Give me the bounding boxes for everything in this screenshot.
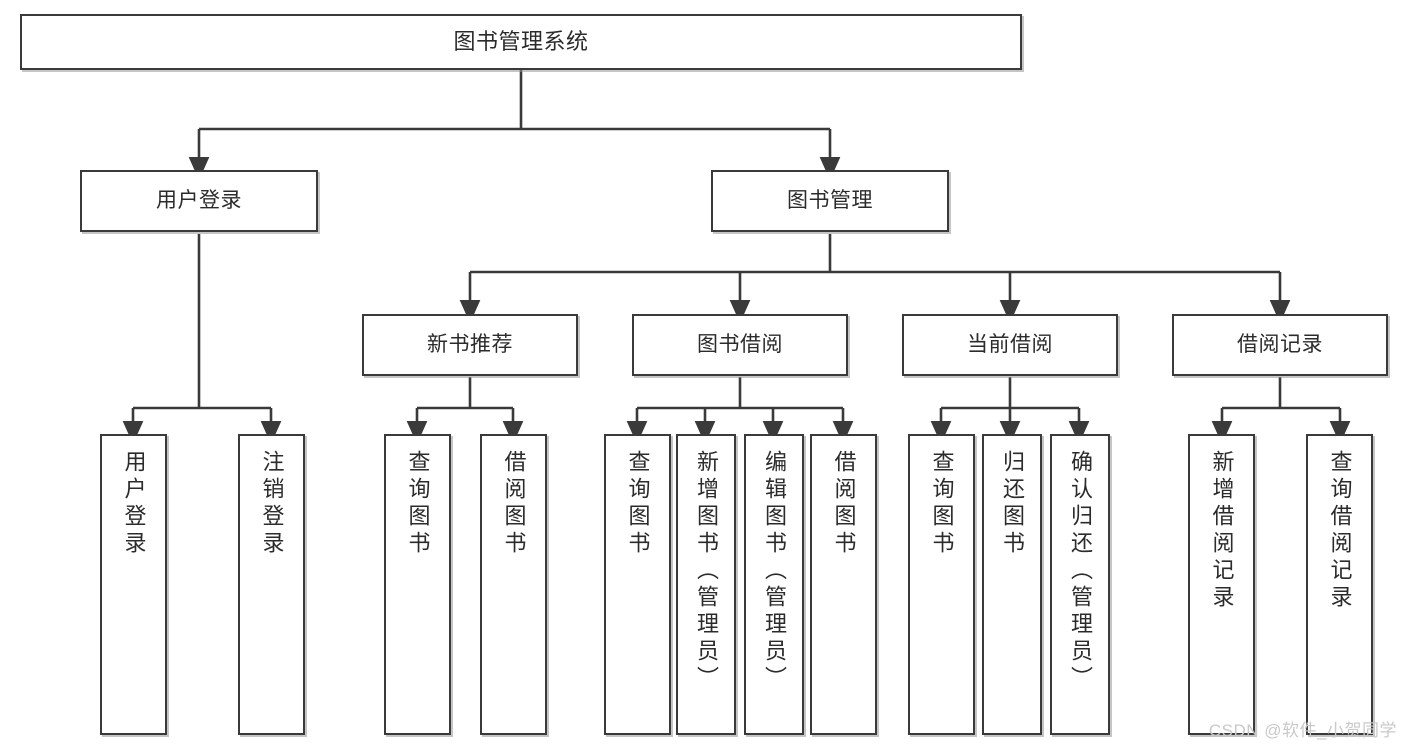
node-book-borrow[interactable]: 图书借阅	[632, 314, 848, 376]
node-label: 图书管理系统	[453, 29, 589, 55]
leaf-new-book-query[interactable]: 查询图书	[384, 434, 451, 735]
node-borrow-record[interactable]: 借阅记录	[1172, 314, 1388, 376]
node-label: 注销登录	[259, 450, 285, 558]
node-label: 用户登录	[156, 188, 242, 212]
node-label: 归还图书	[1000, 450, 1025, 558]
leaf-borrow-query-book[interactable]: 查询图书	[604, 434, 671, 735]
leaf-new-book-borrow[interactable]: 借阅图书	[480, 434, 547, 735]
leaf-current-confirm-return-admin[interactable]: 确认归还（管理员）	[1050, 434, 1110, 735]
node-label: 当前借阅	[967, 332, 1053, 356]
node-root-system[interactable]: 图书管理系统	[20, 14, 1022, 70]
node-label: 查询图书	[929, 450, 955, 558]
leaf-record-add-record[interactable]: 新增借阅记录	[1188, 434, 1255, 735]
leaf-borrow-add-book-admin[interactable]: 新增图书（管理员）	[676, 434, 736, 735]
leaf-user-login-login[interactable]: 用户登录	[100, 434, 167, 735]
node-user-login[interactable]: 用户登录	[80, 170, 318, 232]
node-label: 确认归还（管理员）	[1068, 450, 1093, 693]
node-label: 新书推荐	[427, 332, 513, 356]
node-label: 图书借阅	[697, 332, 783, 356]
node-label: 新增图书（管理员）	[694, 450, 719, 693]
node-label: 查询图书	[625, 450, 651, 558]
node-book-management[interactable]: 图书管理	[711, 170, 949, 232]
leaf-borrow-borrow-book[interactable]: 借阅图书	[810, 434, 877, 735]
node-label: 借阅图书	[831, 450, 857, 558]
node-label: 新增借阅记录	[1209, 450, 1235, 612]
leaf-borrow-edit-book-admin[interactable]: 编辑图书（管理员）	[744, 434, 804, 735]
leaf-current-return-book[interactable]: 归还图书	[982, 434, 1042, 735]
watermark: CSDN @软件_小贺同学	[1208, 721, 1397, 740]
node-label: 借阅图书	[501, 450, 527, 558]
node-label: 编辑图书（管理员）	[762, 450, 787, 693]
node-new-book-recommend[interactable]: 新书推荐	[362, 314, 578, 376]
node-current-borrow[interactable]: 当前借阅	[902, 314, 1118, 376]
leaf-current-query-book[interactable]: 查询图书	[908, 434, 975, 735]
node-label: 借阅记录	[1237, 332, 1323, 356]
node-label: 查询借阅记录	[1327, 450, 1353, 612]
leaf-user-login-logout[interactable]: 注销登录	[238, 434, 305, 735]
leaf-record-query-record[interactable]: 查询借阅记录	[1306, 434, 1373, 735]
node-label: 图书管理	[787, 188, 873, 212]
node-label: 查询图书	[405, 450, 431, 558]
node-label: 用户登录	[121, 450, 147, 558]
